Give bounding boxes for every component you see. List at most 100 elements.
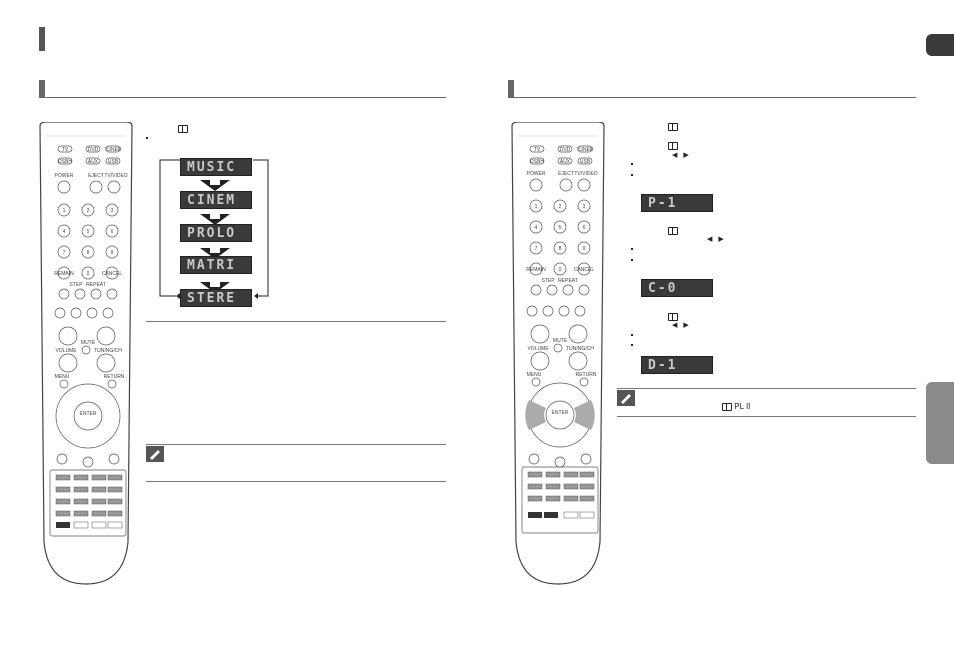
mode-prologic: PROLO xyxy=(180,224,252,242)
note-divider-top-right xyxy=(617,388,916,389)
dolby-icon xyxy=(668,141,678,150)
remote-volume-label: VOLUME xyxy=(55,348,77,354)
dolby-icon xyxy=(178,124,188,133)
remote2-menu-label: MENU xyxy=(527,372,542,378)
remote2-digit-4: 4 xyxy=(535,225,538,231)
remote-mute-label: MUTE xyxy=(81,340,96,346)
left-right-arrows-icon: ◀ ▶ xyxy=(707,236,726,243)
remote2-step-label: STEP xyxy=(541,278,555,284)
remote-tuning-label: TUNING/CH xyxy=(94,348,122,354)
remote-power-label: POWER xyxy=(55,173,74,179)
remote-src-2: TUNER xyxy=(104,147,122,153)
remote2-src-3: DSBH xyxy=(530,159,544,165)
remote2-src-5: USB xyxy=(580,159,591,165)
display-dimension: D-1 xyxy=(641,356,713,374)
remote2-eject-label: EJECT xyxy=(558,171,574,177)
remote2-digit-5: 5 xyxy=(559,225,562,231)
remote2-digit-3: 3 xyxy=(583,204,586,210)
remote-repeat-label: REPEAT xyxy=(86,282,106,288)
note-icon xyxy=(617,390,635,406)
bullet xyxy=(631,259,633,261)
remote2-return-label: RETURN xyxy=(576,372,597,378)
bullet xyxy=(146,137,148,139)
remote2-repeat-label: REPEAT xyxy=(558,278,578,284)
language-tab xyxy=(926,34,954,56)
remote-src-3: DSBH xyxy=(58,159,72,165)
dolby-icon xyxy=(668,312,678,321)
pl2-text: PL II xyxy=(734,402,751,411)
bullet xyxy=(631,174,633,176)
note-icon xyxy=(146,446,164,462)
remote2-digit-7: 7 xyxy=(535,246,538,252)
dolby-icon xyxy=(668,122,678,131)
remote2-cancel: CANCEL xyxy=(574,267,595,273)
dolby-icon xyxy=(668,226,678,235)
left-right-arrows-icon: ◀ ▶ xyxy=(672,322,691,329)
mode-cinema: CINEM xyxy=(180,191,252,209)
dolby-icon xyxy=(722,402,732,411)
remote2-digit-0: 0 xyxy=(559,267,562,273)
remote-src-5: USB xyxy=(108,159,119,165)
remote-control-right: TV DVD TUNER DSBH AUX USB POWER EJECT TV… xyxy=(511,122,605,585)
section-bar-right xyxy=(508,80,916,98)
bullet xyxy=(631,163,633,165)
bullet xyxy=(631,334,633,336)
right-step1 xyxy=(668,122,678,131)
remote2-mute-label: MUTE xyxy=(553,338,568,344)
page-title-marker xyxy=(39,27,45,51)
chapter-tab xyxy=(926,382,954,464)
note-divider-top xyxy=(146,444,446,445)
left-step-dolby xyxy=(178,124,188,133)
remote-digit-3: 3 xyxy=(111,208,114,214)
remote-digit-0: 0 xyxy=(87,271,90,277)
remote2-digit-8: 8 xyxy=(559,246,562,252)
remote2-tvvideo-label: TV/VIDEO xyxy=(574,171,597,177)
remote2-power-label: POWER xyxy=(527,171,546,177)
right-step2 xyxy=(668,141,678,150)
left-right-arrows-icon: ◀ ▶ xyxy=(672,152,691,159)
right-step3 xyxy=(668,226,678,235)
remote-digit-9: 9 xyxy=(111,250,114,256)
remote2-digit-1: 1 xyxy=(535,204,538,210)
remote-return-label: RETURN xyxy=(104,374,125,380)
pl2-label: PL II xyxy=(722,402,750,411)
remote-src-4: AUX xyxy=(88,159,99,165)
remote2-digit-6: 6 xyxy=(583,225,586,231)
remote2-digit-2: 2 xyxy=(559,204,562,210)
bullet xyxy=(631,248,633,250)
remote-eject-label: EJECT xyxy=(88,173,104,179)
remote2-volume-label: VOLUME xyxy=(527,346,549,352)
remote2-src-4: AUX xyxy=(560,159,571,165)
remote2-enter-label: ENTER xyxy=(552,410,569,416)
note-divider-bottom xyxy=(146,481,446,482)
remote2-src-2: TUNER xyxy=(576,147,594,153)
divider xyxy=(146,321,446,322)
remote2-digit-9: 9 xyxy=(583,246,586,252)
remote-step-label: STEP xyxy=(69,282,83,288)
mode-music: MUSIC xyxy=(180,158,252,176)
mode-matrix: MATRI xyxy=(180,256,252,274)
remote-src-1: DVD xyxy=(88,147,99,153)
remote-src-0: TV xyxy=(62,147,69,153)
remote-digit-5: 5 xyxy=(87,229,90,235)
remote-cancel: CANCEL xyxy=(102,271,123,277)
remote-digit-6: 6 xyxy=(111,229,114,235)
remote-remain: REMAIN xyxy=(54,271,74,277)
remote-digit-2: 2 xyxy=(87,208,90,214)
remote-tvvideo-label: TV/VIDEO xyxy=(104,173,127,179)
remote2-tuning-label: TUNING/CH xyxy=(566,346,594,352)
remote-digit-7: 7 xyxy=(63,250,66,256)
remote2-remain: REMAIN xyxy=(526,267,546,273)
remote2-src-0: TV xyxy=(534,147,541,153)
section-bar-left xyxy=(39,80,446,98)
note-divider-bottom-right xyxy=(617,416,916,417)
mode-cycle-diagram xyxy=(159,159,269,299)
right-step4 xyxy=(668,312,678,321)
remote-control-left: TV DVD TUNER DSBH AUX USB POWER EJECT TV… xyxy=(39,122,133,585)
mode-stereo: STERE xyxy=(180,289,252,307)
remote-digit-8: 8 xyxy=(87,250,90,256)
display-center-width: C-0 xyxy=(641,279,713,297)
remote-menu-label: MENU xyxy=(55,374,70,380)
remote-digit-1: 1 xyxy=(63,208,66,214)
remote-digit-4: 4 xyxy=(63,229,66,235)
